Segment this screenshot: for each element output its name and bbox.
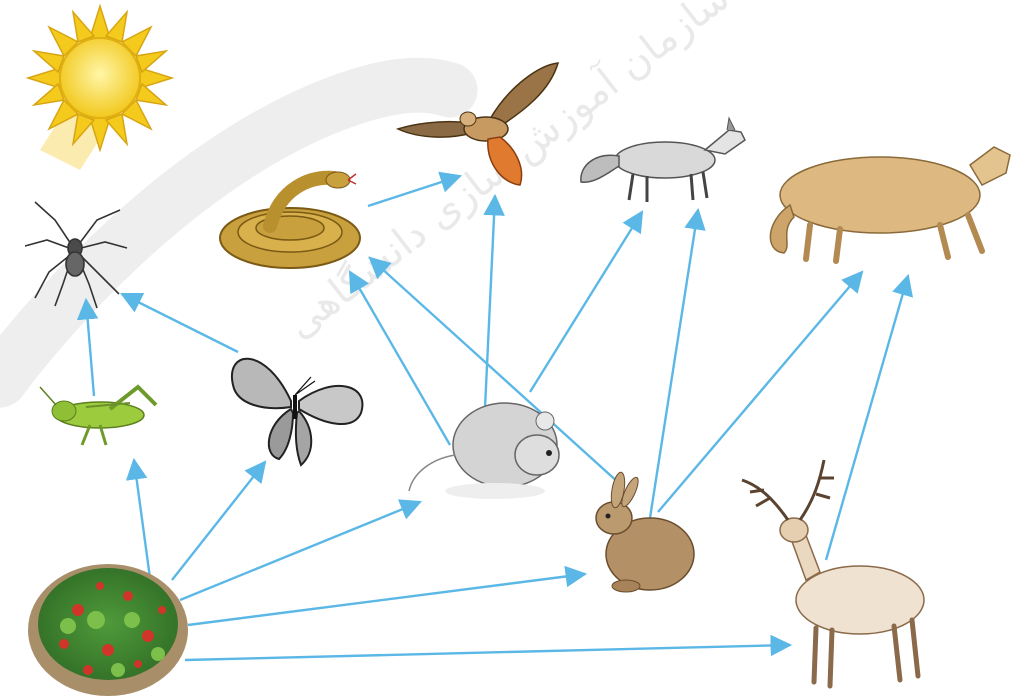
arrow-plants-to-butterfly: [172, 462, 265, 580]
sun-icon: [28, 6, 172, 150]
arrow-rabbit-to-cougar: [658, 272, 862, 512]
cougar-icon: [770, 147, 1010, 261]
arrow-plants-to-mouse: [180, 502, 420, 600]
arrow-mouse-to-fox: [530, 212, 642, 392]
rabbit-icon: [596, 471, 694, 592]
grasshopper-icon: [40, 387, 156, 445]
arrow-mouse-to-snake: [350, 272, 450, 445]
mouse-icon: [409, 403, 559, 499]
fox-icon: [581, 118, 745, 202]
arrow-plants-to-grasshopper: [134, 460, 150, 578]
arrow-butterfly-to-spider: [122, 294, 238, 352]
plants-icon: [28, 564, 188, 696]
snake-icon: [220, 172, 360, 268]
arrow-deer-to-cougar: [826, 276, 908, 560]
butterfly-icon: [232, 359, 362, 465]
arrow-plants-to-deer: [185, 645, 790, 660]
arrow-mouse-to-hawk: [485, 196, 495, 408]
deer-icon: [742, 460, 924, 686]
arrow-plants-to-rabbit: [188, 574, 585, 625]
